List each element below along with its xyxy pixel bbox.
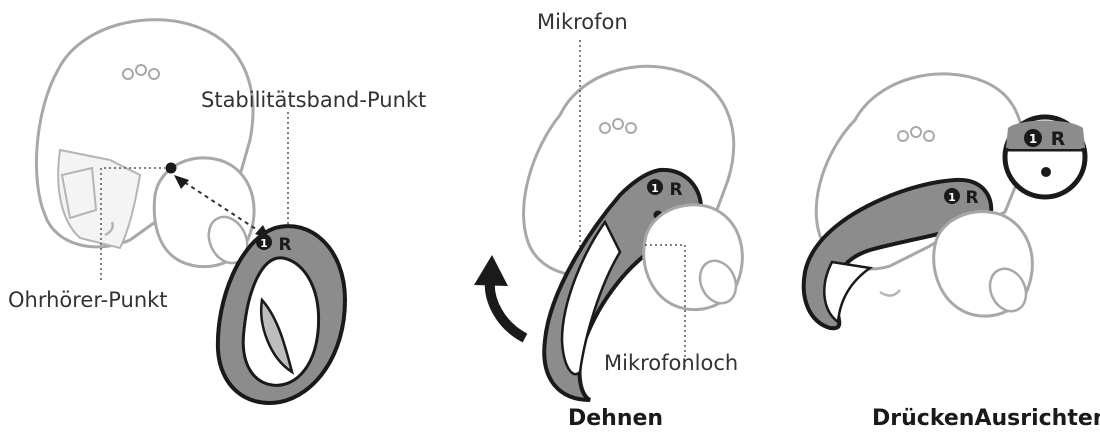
svg-text:1: 1 <box>948 191 956 204</box>
svg-text:1: 1 <box>651 182 659 195</box>
label-microphone-hole: Mikrofonloch <box>604 351 739 375</box>
panel-stretch: 1 R <box>474 40 744 402</box>
alignment-double-arrow <box>177 177 266 236</box>
label-stability-band-point: Stabilitätsband-Punkt <box>201 88 427 112</box>
svg-text:1: 1 <box>1029 132 1037 146</box>
svg-text:R: R <box>965 188 978 208</box>
caption-stretch: Dehnen <box>568 406 664 431</box>
label-earbud-point: Ohrhörer-Punkt <box>8 288 168 312</box>
panel-press-align: 1 R 1 R <box>801 72 1088 331</box>
svg-text:R: R <box>1051 128 1066 150</box>
svg-text:R: R <box>278 235 291 255</box>
svg-text:1: 1 <box>260 237 268 250</box>
stability-band-detached: 1 R <box>215 224 348 405</box>
label-microphone: Mikrofon <box>537 10 628 34</box>
earbud-point-dot <box>165 162 177 174</box>
rotation-arrow <box>484 279 528 343</box>
caption-press-align: DrückenAusrichten <box>872 406 1100 431</box>
svg-text:R: R <box>669 180 682 200</box>
panel-attach: 1 R <box>34 18 348 405</box>
marking-zoom-inset: 1 R <box>1002 114 1088 200</box>
